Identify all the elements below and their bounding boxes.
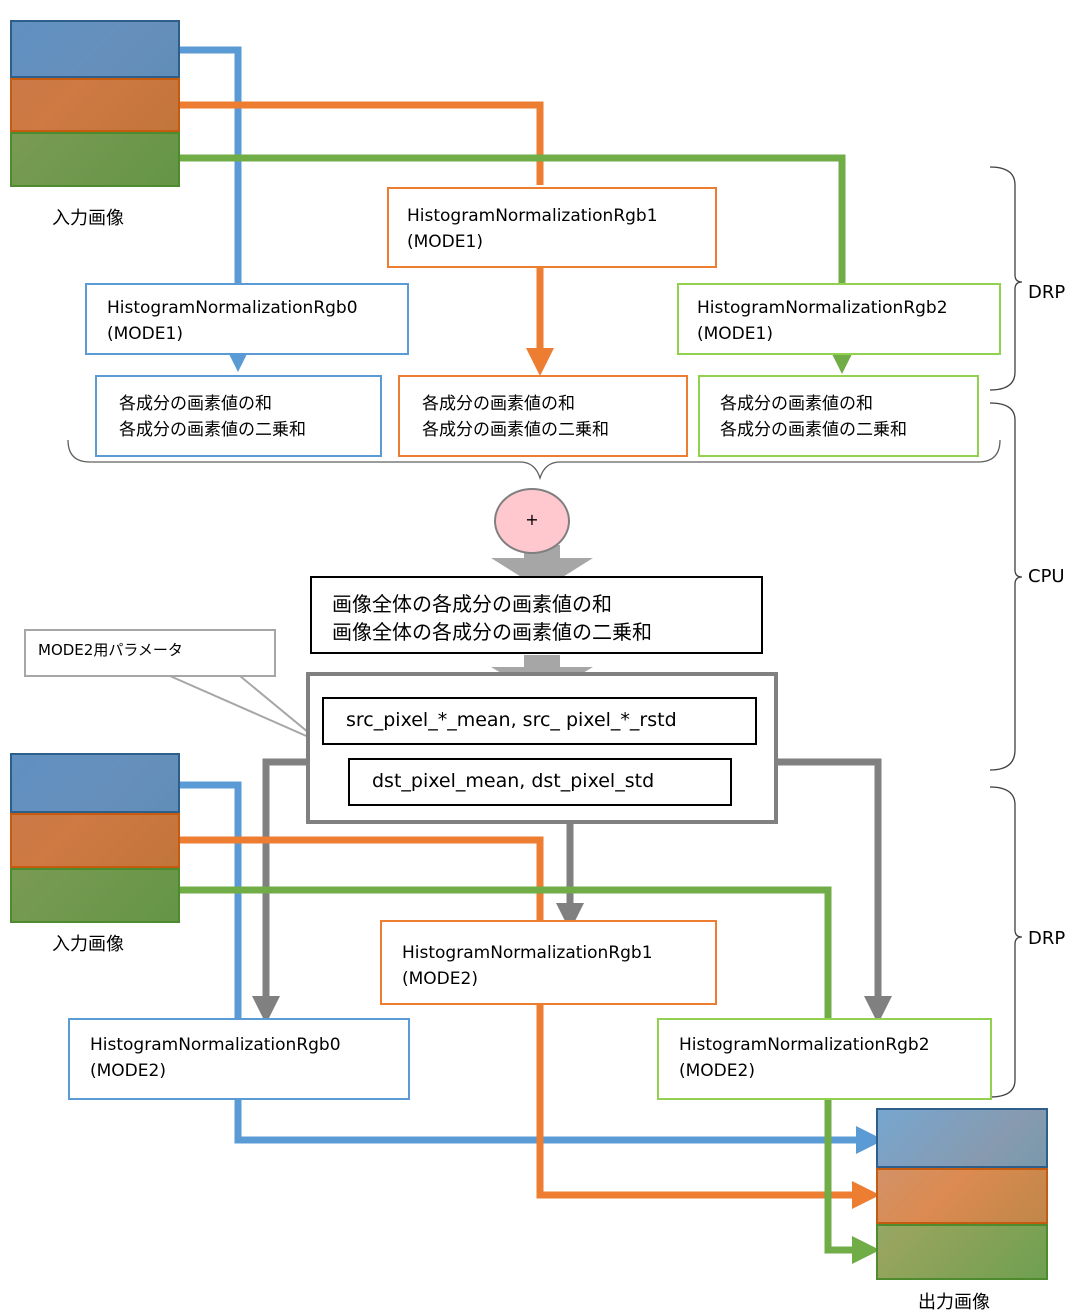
block-name: HistogramNormalizationRgb1 <box>407 206 658 226</box>
block-mode: (MODE2) <box>402 969 478 989</box>
sum-box-orange: 各成分の画素値の和 各成分の画素値の二乗和 <box>398 375 688 457</box>
src-params: src_pixel_*_mean, src_ pixel_*_rstd <box>346 709 677 731</box>
rgb0-mode2-block: HistogramNormalizationRgb0 (MODE2) <box>68 1018 410 1100</box>
output-image <box>876 1108 1048 1280</box>
block-mode: (MODE2) <box>90 1061 166 1081</box>
input-label-bottom: 入力画像 <box>52 934 124 955</box>
dst-params: dst_pixel_mean, dst_pixel_std <box>372 770 655 792</box>
block-name: HistogramNormalizationRgb2 <box>679 1035 930 1055</box>
blue-line-bottom <box>180 781 242 1040</box>
plus-circle: + <box>494 488 570 554</box>
blue-band <box>10 20 180 78</box>
blue-line-out <box>234 1100 884 1154</box>
blue-band <box>876 1108 1048 1168</box>
block-name: HistogramNormalizationRgb0 <box>107 298 358 318</box>
sqsum-line: 各成分の画素値の二乗和 <box>422 420 609 440</box>
brace-drp-bottom <box>989 786 1023 1098</box>
block-name: HistogramNormalizationRgb1 <box>402 943 653 963</box>
rgb1-mode1-block: HistogramNormalizationRgb1 (MODE1) <box>387 187 717 268</box>
mode2-params-callout: MODE2用パラメータ <box>24 629 276 677</box>
green-band <box>10 868 180 923</box>
block-mode: (MODE1) <box>407 232 483 252</box>
gray-arrow-rgb2 <box>778 758 892 1024</box>
green-band <box>10 132 180 187</box>
drp-label-bottom: DRP <box>1028 928 1066 949</box>
green-line-bottom <box>180 886 832 1040</box>
orange-line-out <box>536 1005 880 1209</box>
sum-box-blue: 各成分の画素値の和 各成分の画素値の二乗和 <box>95 375 382 457</box>
sqsum-line: 各成分の画素値の二乗和 <box>119 420 306 440</box>
green-line-out <box>824 1100 880 1264</box>
rgb1-mode2-block: HistogramNormalizationRgb1 (MODE2) <box>380 920 717 1005</box>
sqsum-line: 各成分の画素値の二乗和 <box>720 420 907 440</box>
sum-line: 各成分の画素値の和 <box>119 394 272 414</box>
dst-param-box: dst_pixel_mean, dst_pixel_std <box>348 758 732 806</box>
blue-line-top <box>180 46 242 283</box>
block-mode: (MODE1) <box>107 324 183 344</box>
block-mode: (MODE1) <box>697 324 773 344</box>
sum-line: 各成分の画素値の和 <box>720 394 873 414</box>
orange-band <box>10 78 180 132</box>
callout-pointer <box>169 675 321 743</box>
orange-band <box>10 813 180 868</box>
total-sum-line: 画像全体の各成分の画素値の和 <box>332 592 612 616</box>
gray-arrow-rgb0 <box>252 758 308 1024</box>
sum-line: 各成分の画素値の和 <box>422 394 575 414</box>
block-name: HistogramNormalizationRgb0 <box>90 1035 341 1055</box>
orange-line-top <box>180 101 544 185</box>
output-label: 出力画像 <box>918 1292 990 1313</box>
rgb0-mode1-block: HistogramNormalizationRgb0 (MODE1) <box>85 283 409 355</box>
brace-sum-bottom <box>67 439 1001 481</box>
orange-band <box>876 1168 1048 1224</box>
sum-box-green: 各成分の画素値の和 各成分の画素値の二乗和 <box>698 375 979 457</box>
block-mode: (MODE2) <box>679 1061 755 1081</box>
input-image-top <box>10 20 180 187</box>
drp-label-top: DRP <box>1028 282 1066 303</box>
cpu-label: CPU <box>1028 566 1065 587</box>
total-box: 画像全体の各成分の画素値の和 画像全体の各成分の画素値の二乗和 <box>310 576 763 654</box>
block-name: HistogramNormalizationRgb2 <box>697 298 948 318</box>
src-param-box: src_pixel_*_mean, src_ pixel_*_rstd <box>322 697 757 745</box>
orange-line-bottom <box>180 836 544 920</box>
input-label-top: 入力画像 <box>52 208 124 229</box>
rgb2-mode1-block: HistogramNormalizationRgb2 (MODE1) <box>677 283 1001 355</box>
green-band <box>876 1224 1048 1280</box>
green-line-top <box>180 154 846 283</box>
blue-band <box>10 753 180 813</box>
rgb2-mode2-block: HistogramNormalizationRgb2 (MODE2) <box>657 1018 992 1100</box>
input-image-bottom <box>10 753 180 923</box>
total-sqsum-line: 画像全体の各成分の画素値の二乗和 <box>332 620 652 644</box>
gray-big-arrow-1 <box>491 545 593 590</box>
brace-drp-top <box>989 166 1023 391</box>
brace-cpu <box>989 402 1023 771</box>
